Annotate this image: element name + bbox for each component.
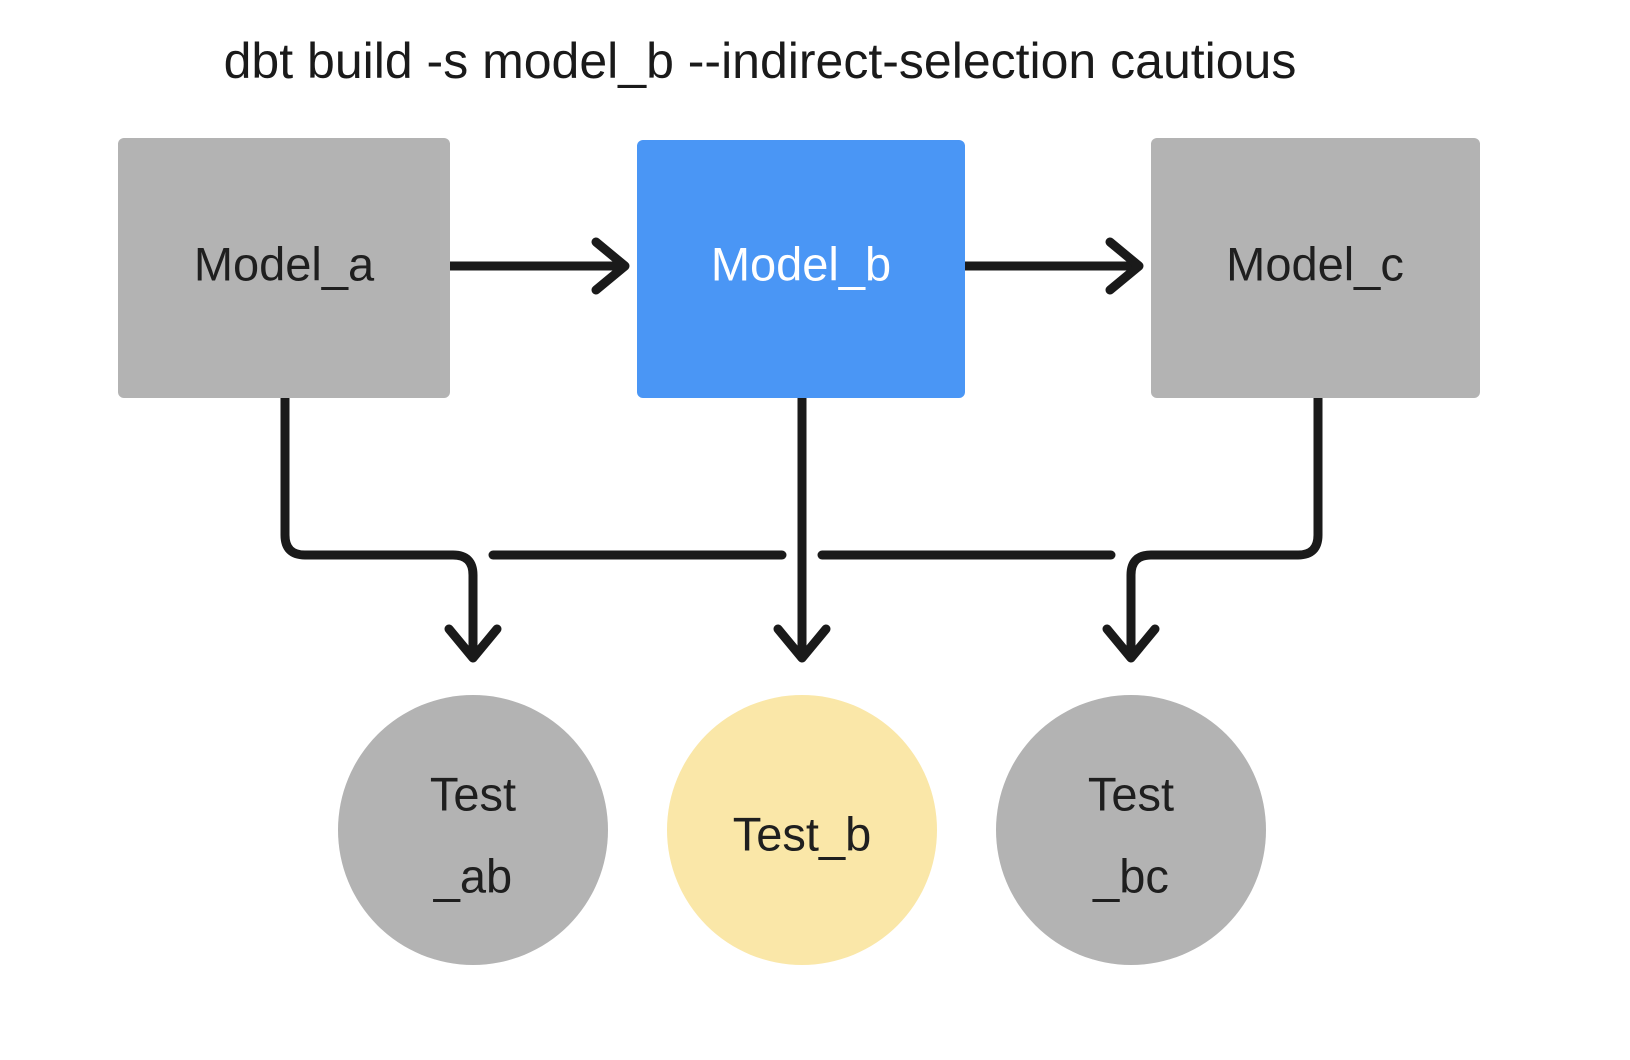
test-ab-circle[interactable]	[338, 695, 608, 965]
edge-model-b-to-model-c	[960, 237, 1144, 295]
model-b-label: Model_b	[711, 237, 891, 290]
edge-model-c-to-test-bc	[1102, 393, 1323, 663]
node-test-bc[interactable]: Test _bc	[996, 695, 1266, 965]
test-bc-label-line2: _bc	[1092, 849, 1169, 902]
test-ab-label-line2: _ab	[433, 849, 512, 902]
edge-model-b-to-test-b	[773, 393, 831, 663]
node-model-a[interactable]: Model_a	[118, 138, 450, 398]
test-ab-label-line1: Test	[430, 767, 516, 820]
node-test-b[interactable]: Test_b	[667, 695, 937, 965]
node-model-c[interactable]: Model_c	[1151, 138, 1480, 398]
node-model-b[interactable]: Model_b	[637, 140, 965, 398]
edge-model-a-to-model-b	[445, 237, 630, 295]
edge-model-a-to-test-ab	[280, 393, 502, 663]
node-test-ab[interactable]: Test _ab	[338, 695, 608, 965]
test-b-circle[interactable]	[667, 695, 937, 965]
diagram-title: dbt build -s model_b --indirect-selectio…	[224, 33, 1297, 89]
model-a-box[interactable]	[118, 138, 450, 398]
model-b-box[interactable]	[637, 140, 965, 398]
model-a-label: Model_a	[194, 237, 375, 290]
model-c-box[interactable]	[1151, 138, 1480, 398]
test-bc-label-line1: Test	[1088, 767, 1174, 820]
model-c-label: Model_c	[1226, 237, 1404, 290]
test-b-label-line1: Test_b	[733, 807, 871, 860]
test-bc-circle[interactable]	[996, 695, 1266, 965]
